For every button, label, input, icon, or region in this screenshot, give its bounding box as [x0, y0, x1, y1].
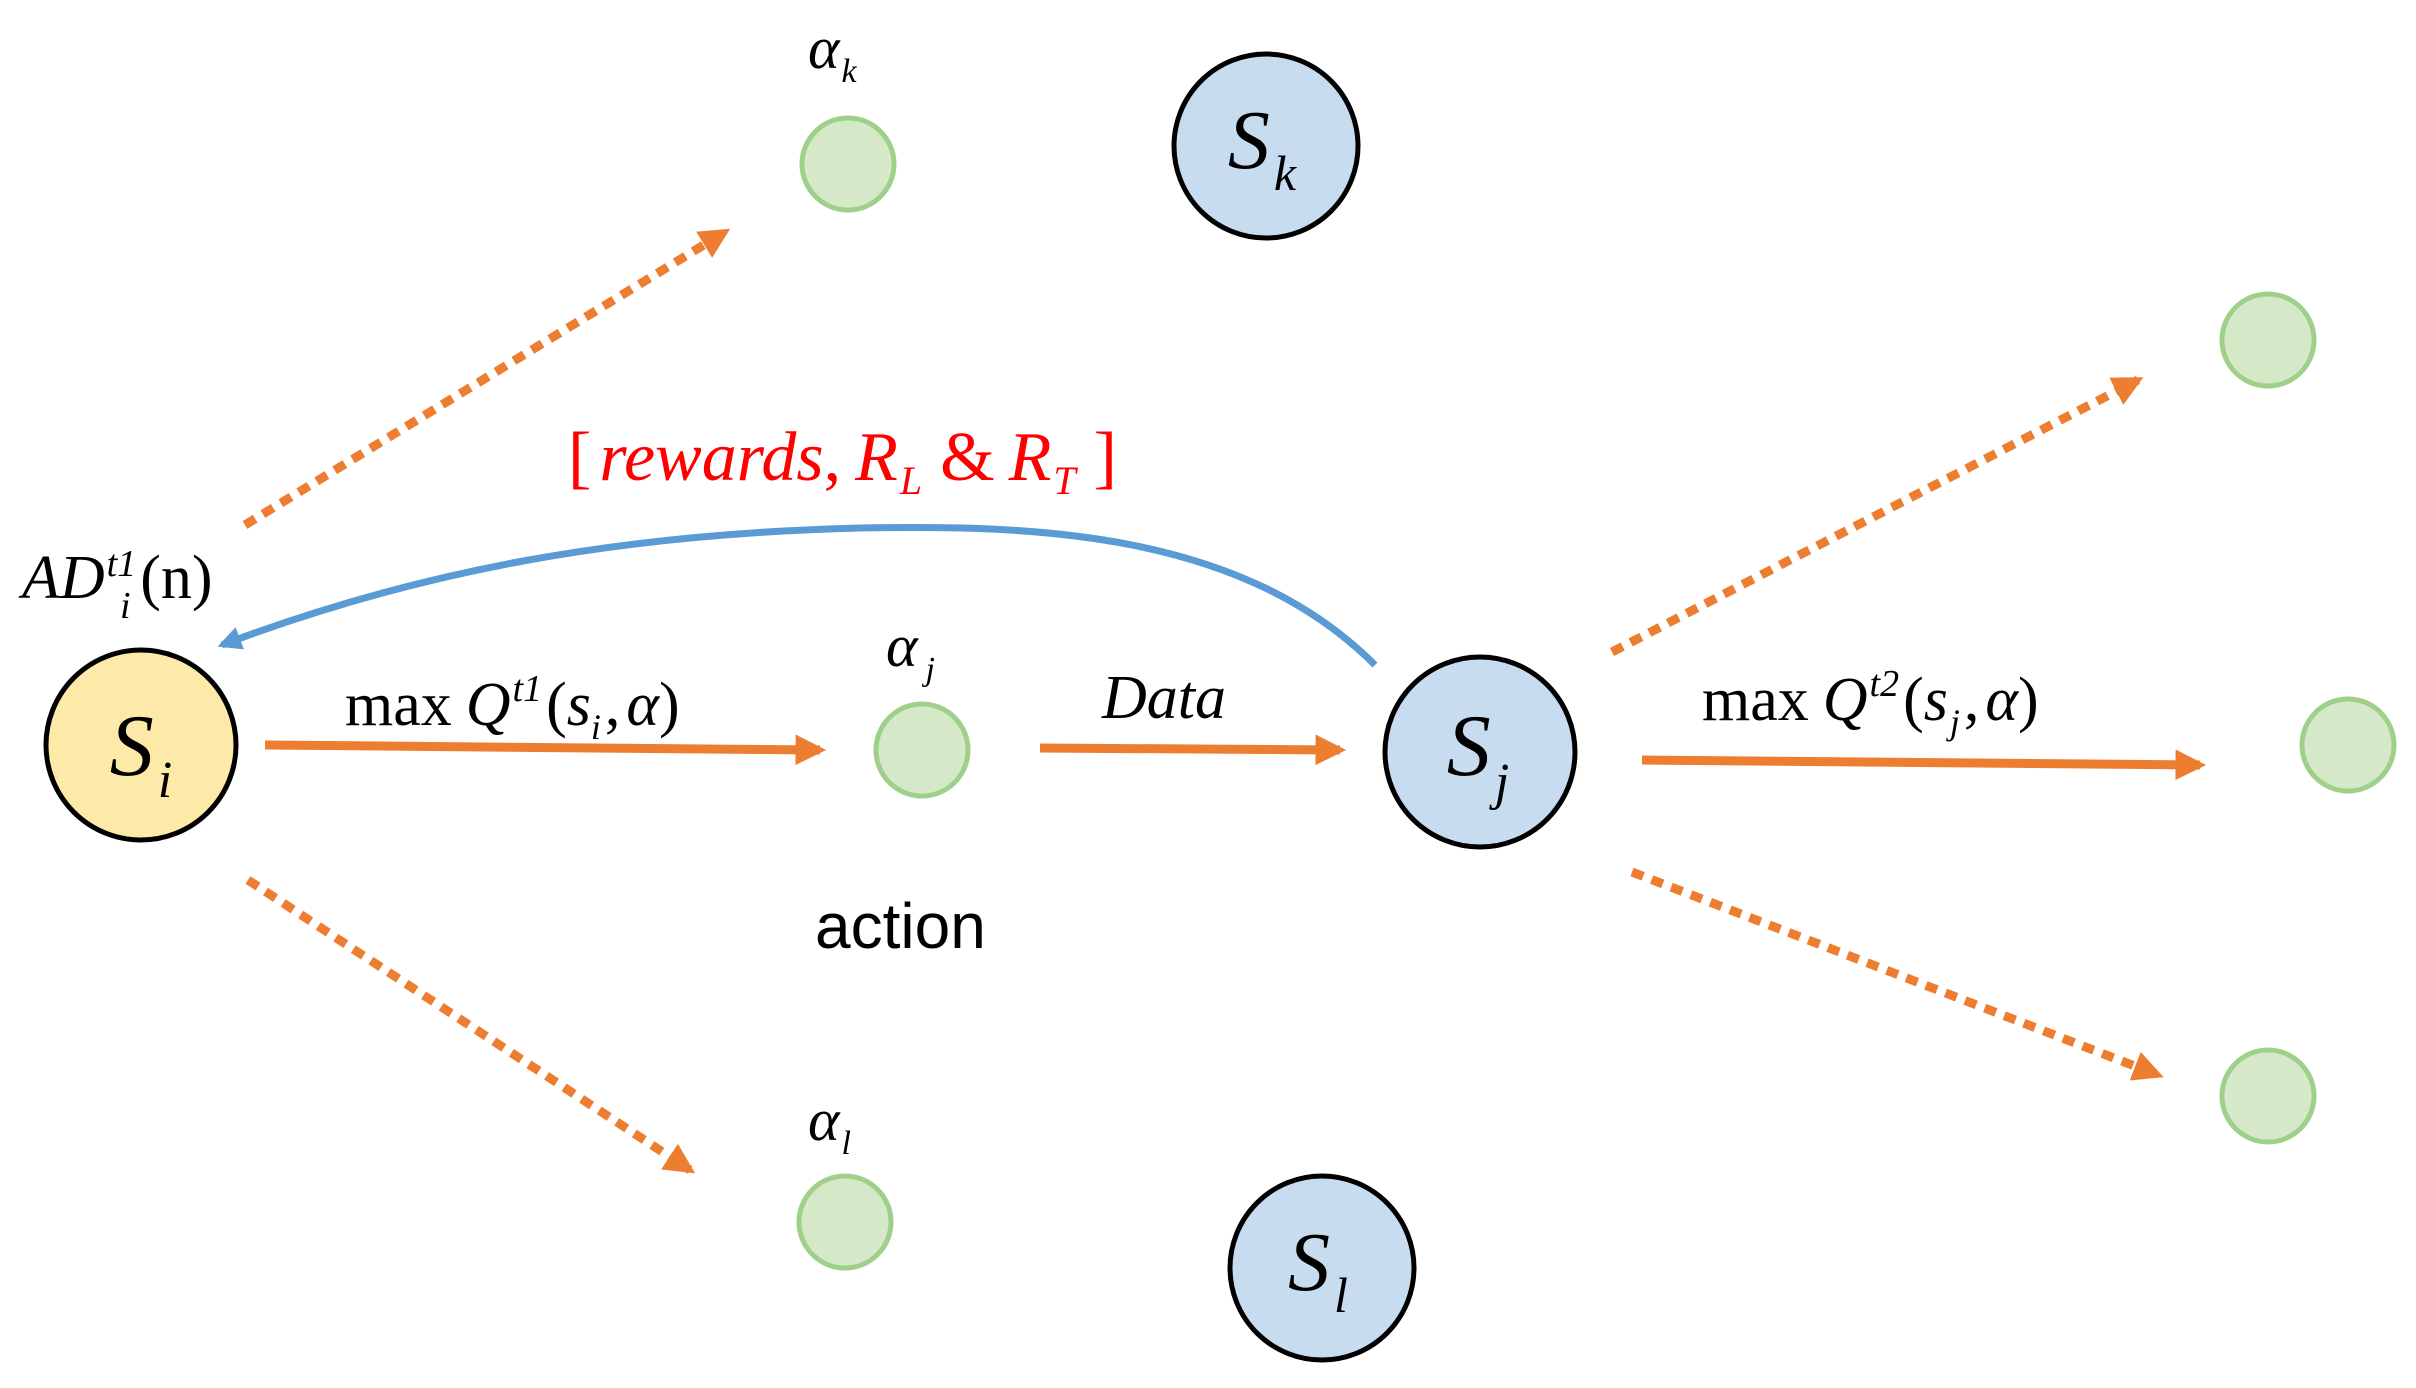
state-node-s-i	[43, 647, 239, 843]
arrows	[242, 228, 2207, 1174]
arrow-si-to-alpha-j	[264, 734, 827, 766]
label-s-k: Sk	[1228, 94, 1297, 201]
label-ad-subscript: i	[120, 585, 131, 627]
action-node-bottom-right	[2219, 1047, 2317, 1145]
arrow-alpha-j-to-sj	[1039, 734, 1347, 766]
action-node-top-right	[2219, 291, 2317, 389]
state-node-s-k	[1171, 51, 1361, 241]
dotted-arrow-si-to-alpha-k	[242, 228, 731, 529]
action-node-mid-right	[2299, 696, 2397, 794]
action-node-alpha-j	[873, 701, 971, 799]
label-s-i: Si	[110, 698, 172, 809]
label-ad: ADt1(n)	[18, 543, 213, 612]
action-nodes	[796, 115, 2397, 1271]
label-alpha-k: αk	[808, 15, 858, 90]
action-node-alpha-l	[796, 1173, 894, 1271]
dotted-arrow-sj-to-bottom-right	[1630, 867, 2164, 1081]
dotted-arrow-si-to-alpha-l	[245, 876, 696, 1174]
label-alpha-l: αl	[808, 1087, 851, 1162]
dotted-arrow-sj-to-top-right	[1609, 376, 2144, 656]
reward-feedback-arrow	[217, 523, 1378, 668]
label-s-l: Sl	[1288, 1216, 1348, 1323]
label-action: action	[815, 890, 986, 962]
state-nodes	[43, 51, 1578, 1363]
state-node-s-l	[1227, 1173, 1417, 1363]
label-s-j: Sj	[1447, 698, 1509, 811]
action-node-alpha-k	[799, 115, 897, 213]
arrow-sj-to-right-action	[1641, 749, 2207, 781]
label-rewards: [rewards,RL&RT]	[568, 419, 1117, 503]
label-data: Data	[1101, 664, 1226, 732]
state-node-s-j	[1382, 654, 1578, 850]
